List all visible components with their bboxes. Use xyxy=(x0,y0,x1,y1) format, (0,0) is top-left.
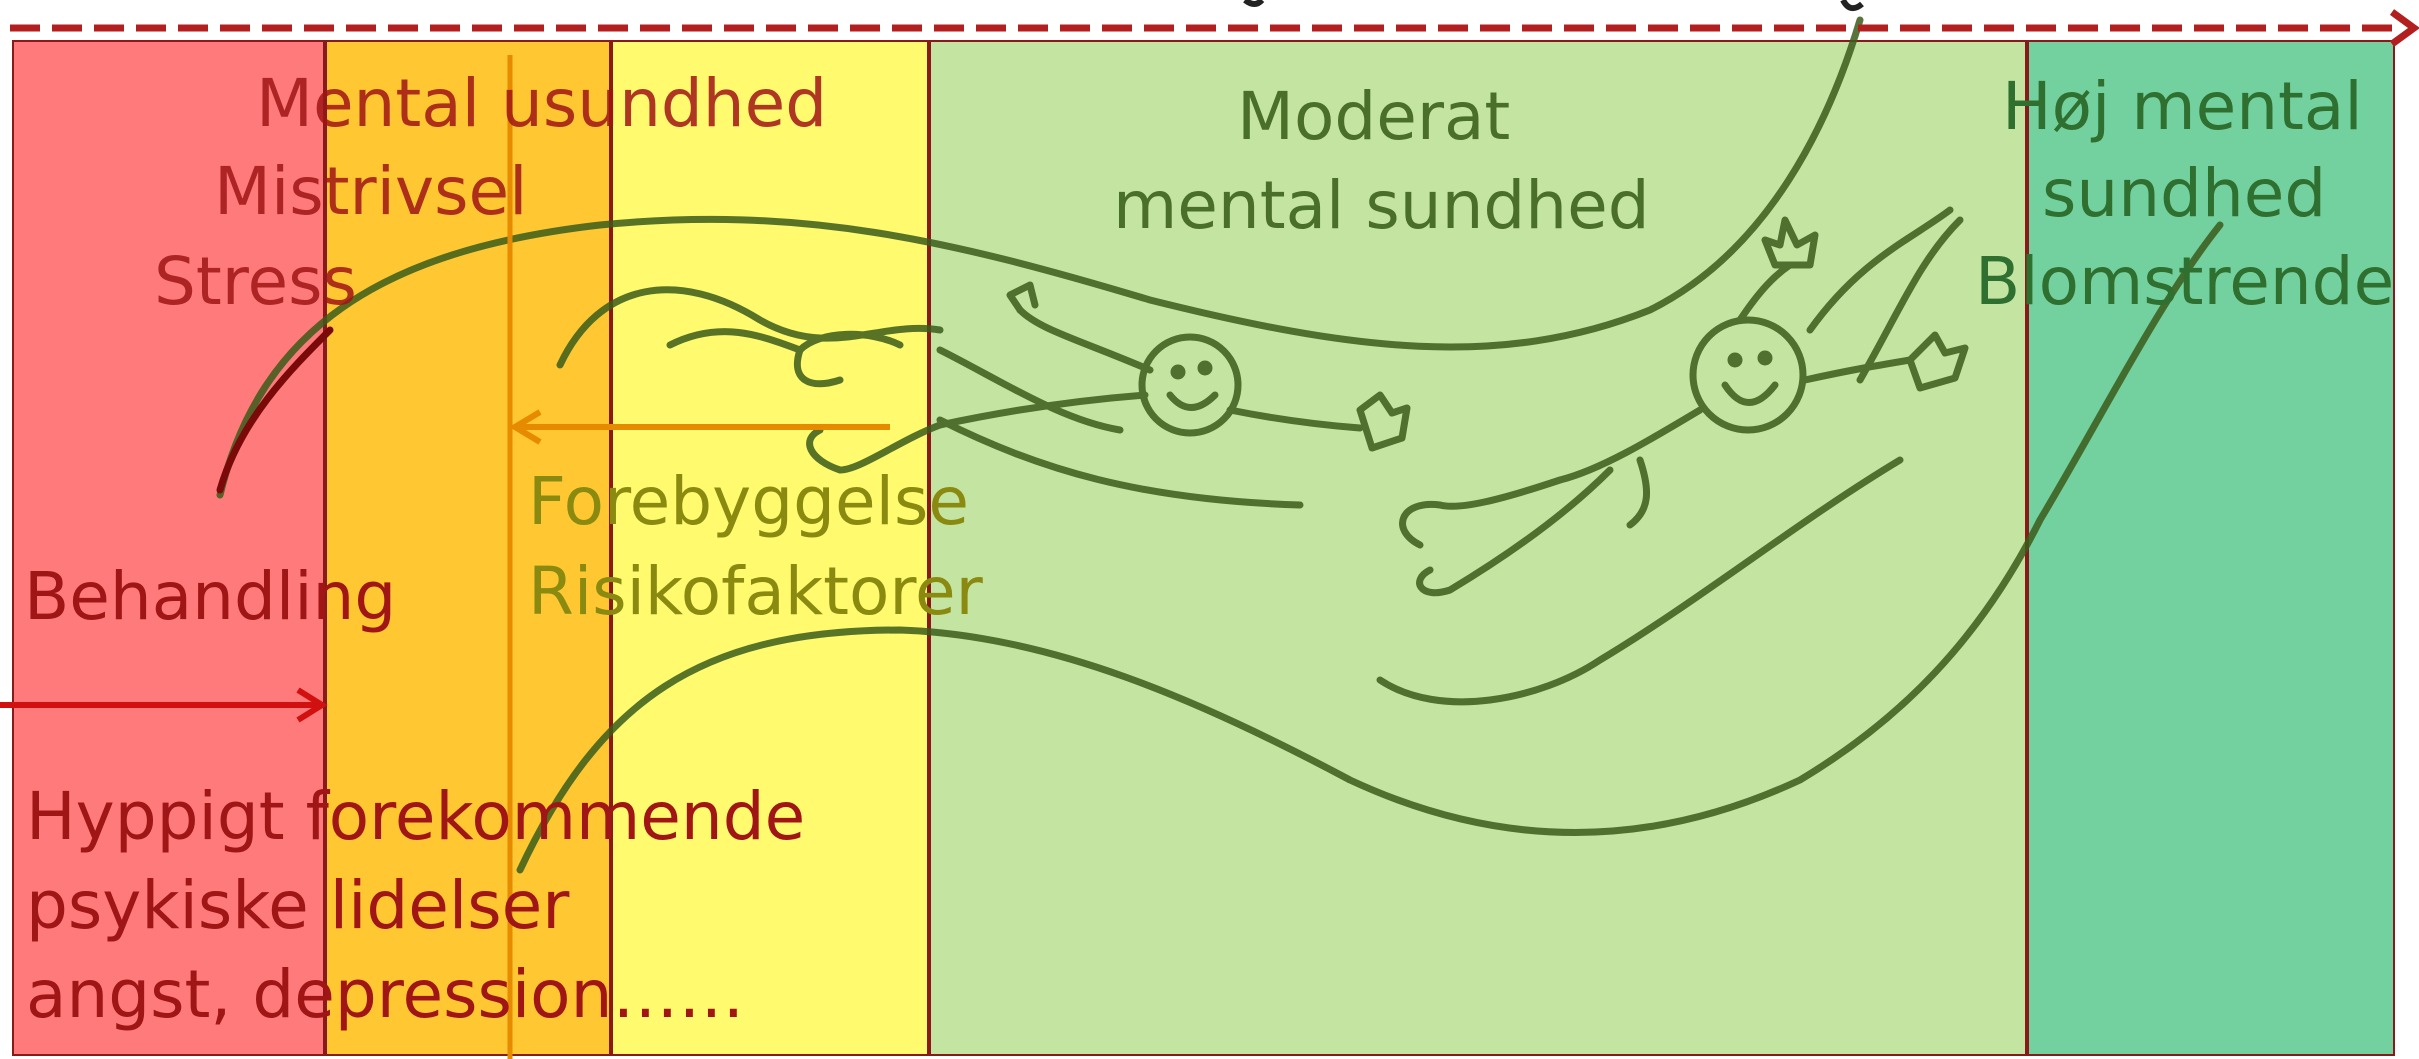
continuum-arrow xyxy=(0,0,2419,60)
label-hoej-mental: Høj mental xyxy=(2002,65,2363,149)
label-sundhed: sundhed xyxy=(2042,152,2326,236)
figure2-head xyxy=(1693,320,1803,430)
label-psykiske-lidelser: psykiske lidelser xyxy=(26,864,569,948)
label-behandling: Behandling xyxy=(24,555,396,639)
label-blomstrende: Blomstrende xyxy=(1975,240,2394,324)
label-angst-depression: angst, depression…… xyxy=(26,953,744,1037)
label-mental-usundhed: Mental usundhed xyxy=(256,62,827,146)
slide-lower-edge xyxy=(520,225,2220,870)
label-stress: Stress xyxy=(154,240,357,324)
label-moderat: Moderat xyxy=(1237,75,1510,159)
label-forebyggelse: Forebyggelse xyxy=(528,460,969,544)
label-moderat-mental-sundhed: mental sundhed xyxy=(1113,164,1650,248)
label-mistrivsel: Mistrivsel xyxy=(214,150,527,234)
label-hyppigt-forekommende: Hyppigt forekommende xyxy=(26,775,805,859)
label-risikofaktorer: Risikofaktorer xyxy=(528,550,983,634)
figure1-head xyxy=(1142,337,1238,433)
